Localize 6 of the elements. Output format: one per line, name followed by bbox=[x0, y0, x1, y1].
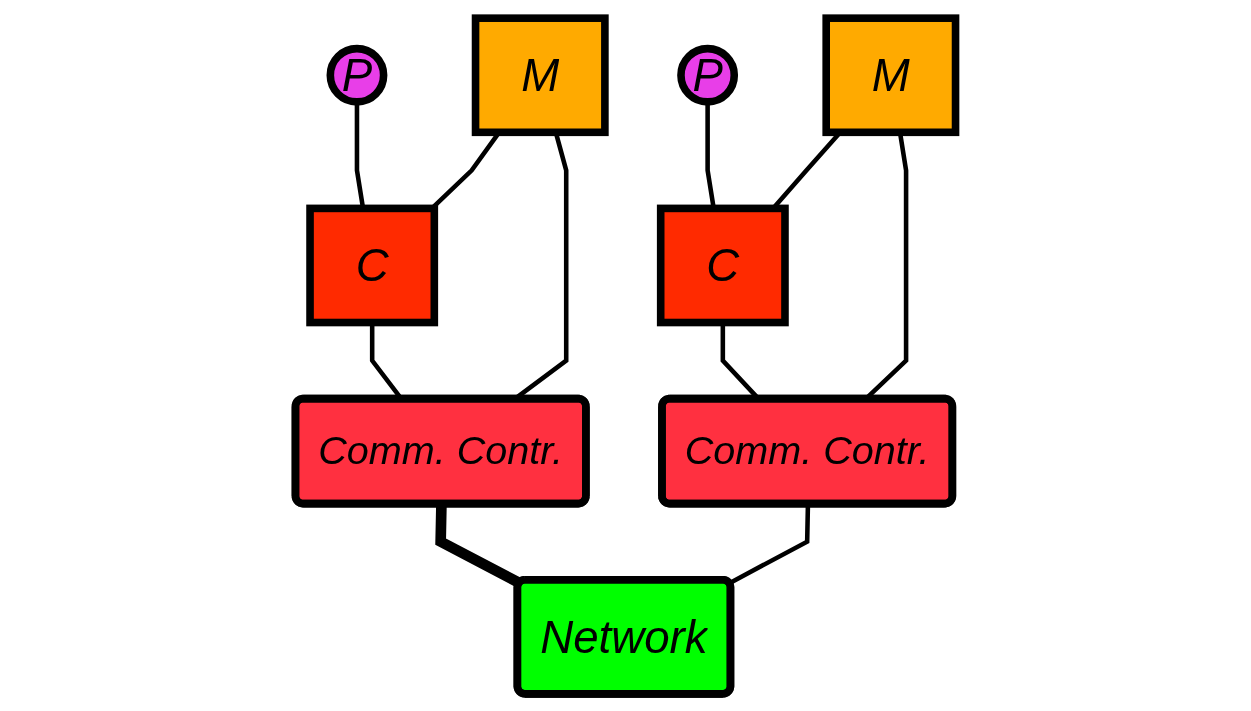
node-box: M bbox=[471, 13, 609, 136]
node-circle: P bbox=[326, 44, 388, 106]
node-box: C bbox=[656, 204, 789, 326]
node-box: M bbox=[822, 13, 960, 136]
node-circle: P bbox=[677, 44, 739, 106]
node-box: C bbox=[306, 204, 439, 326]
